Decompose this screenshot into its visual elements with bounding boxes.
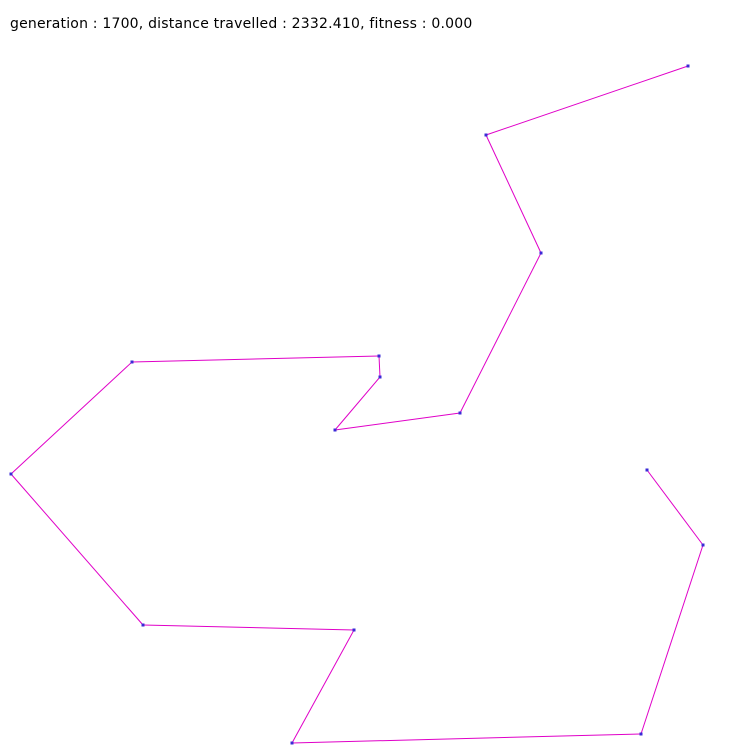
- route-segment: [131, 355, 380, 363]
- city-point: [639, 732, 643, 736]
- route-segment: [646, 469, 704, 546]
- route-segment: [291, 629, 355, 744]
- status-text: generation : 1700, distance travelled : …: [10, 16, 473, 32]
- route-segment: [485, 134, 542, 254]
- route-segment: [10, 361, 133, 475]
- city-point: [378, 375, 382, 379]
- city-point: [352, 628, 356, 632]
- city-point: [333, 428, 337, 432]
- city-point: [484, 133, 488, 137]
- route-segment: [334, 376, 381, 431]
- route-path: [10, 65, 704, 744]
- route-segment: [334, 412, 461, 431]
- city-point: [141, 623, 145, 627]
- city-point: [9, 472, 13, 476]
- city-point: [458, 411, 462, 415]
- route-segment: [10, 473, 144, 626]
- city-point: [130, 360, 134, 364]
- city-point: [686, 64, 690, 68]
- city-point: [377, 354, 381, 358]
- city-point: [290, 741, 294, 745]
- route-segment: [459, 252, 542, 414]
- city-points: [9, 64, 705, 745]
- city-point: [645, 468, 649, 472]
- route-segment: [378, 355, 381, 378]
- route-segment: [291, 733, 642, 744]
- route-segment: [640, 544, 704, 735]
- city-point: [539, 251, 543, 255]
- city-point: [701, 543, 705, 547]
- route-segment: [142, 624, 355, 631]
- route-segment: [485, 65, 689, 136]
